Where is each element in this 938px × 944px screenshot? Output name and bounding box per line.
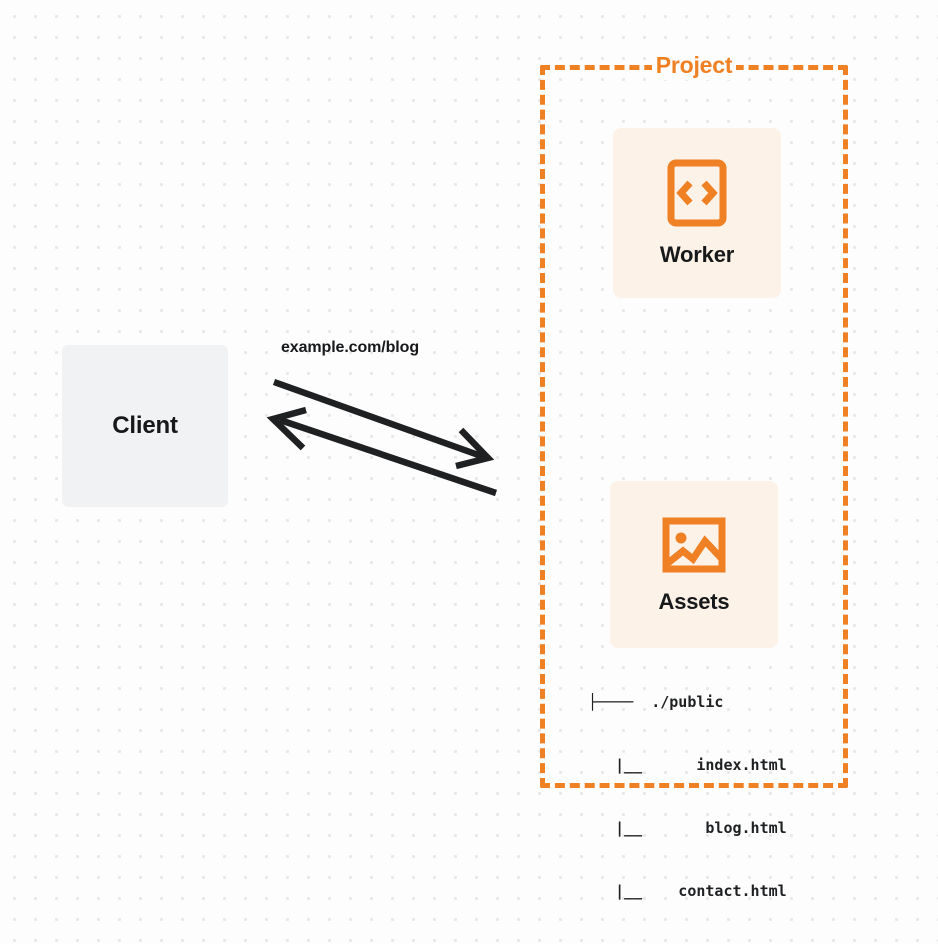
assets-label: Assets	[658, 588, 730, 614]
project-title-wrap: Project	[540, 50, 848, 80]
request-arrow	[272, 378, 495, 470]
connection-label: example.com/blog	[281, 339, 419, 356]
image-icon	[662, 517, 726, 572]
response-arrow	[266, 406, 498, 497]
client-node[interactable]: Client	[62, 345, 228, 507]
assets-file-tree: ├──── ./public |__ index.html |__ blog.h…	[588, 650, 787, 944]
file-tree-line: |__ index.html	[588, 756, 787, 774]
client-label: Client	[112, 412, 178, 439]
diagram-canvas: Client example.com/blog Project Worker	[62, 50, 848, 900]
code-brackets-icon	[667, 159, 727, 227]
worker-node[interactable]: Worker	[613, 128, 781, 298]
file-tree-line: |__ contact.html	[588, 882, 787, 900]
assets-node[interactable]: Assets	[610, 481, 778, 648]
connection-arrows	[266, 378, 498, 497]
project-title: Project	[651, 50, 737, 80]
file-tree-line: |__ blog.html	[588, 819, 787, 837]
worker-label: Worker	[659, 242, 735, 267]
file-tree-line: ├──── ./public	[588, 693, 724, 711]
